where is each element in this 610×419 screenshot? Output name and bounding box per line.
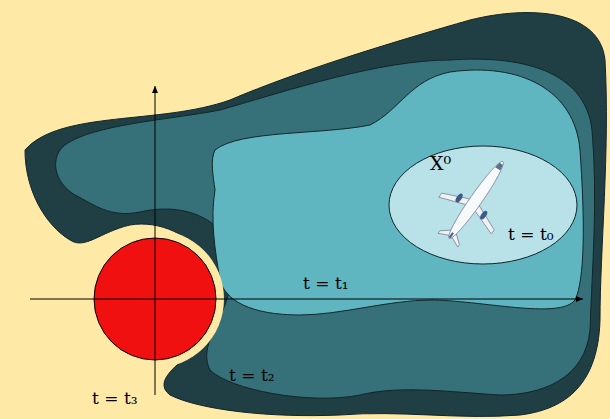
time-label: t = t₂ — [229, 366, 275, 385]
time-label: t = t₀ — [508, 225, 554, 244]
time-label: t = t₁ — [303, 274, 349, 293]
x-axis — [30, 299, 583, 300]
set-t3 — [25, 13, 606, 417]
set-name: X⁰ — [430, 153, 451, 174]
y-axis — [155, 86, 156, 395]
ellipse-shape — [389, 146, 577, 264]
time-label: t = t₃ — [92, 389, 138, 408]
initial-set-ellipse: X⁰ t = t₀ — [388, 145, 578, 265]
ellipse-outline — [388, 145, 578, 265]
set-t2 — [56, 59, 595, 398]
set-t1 — [212, 70, 583, 315]
